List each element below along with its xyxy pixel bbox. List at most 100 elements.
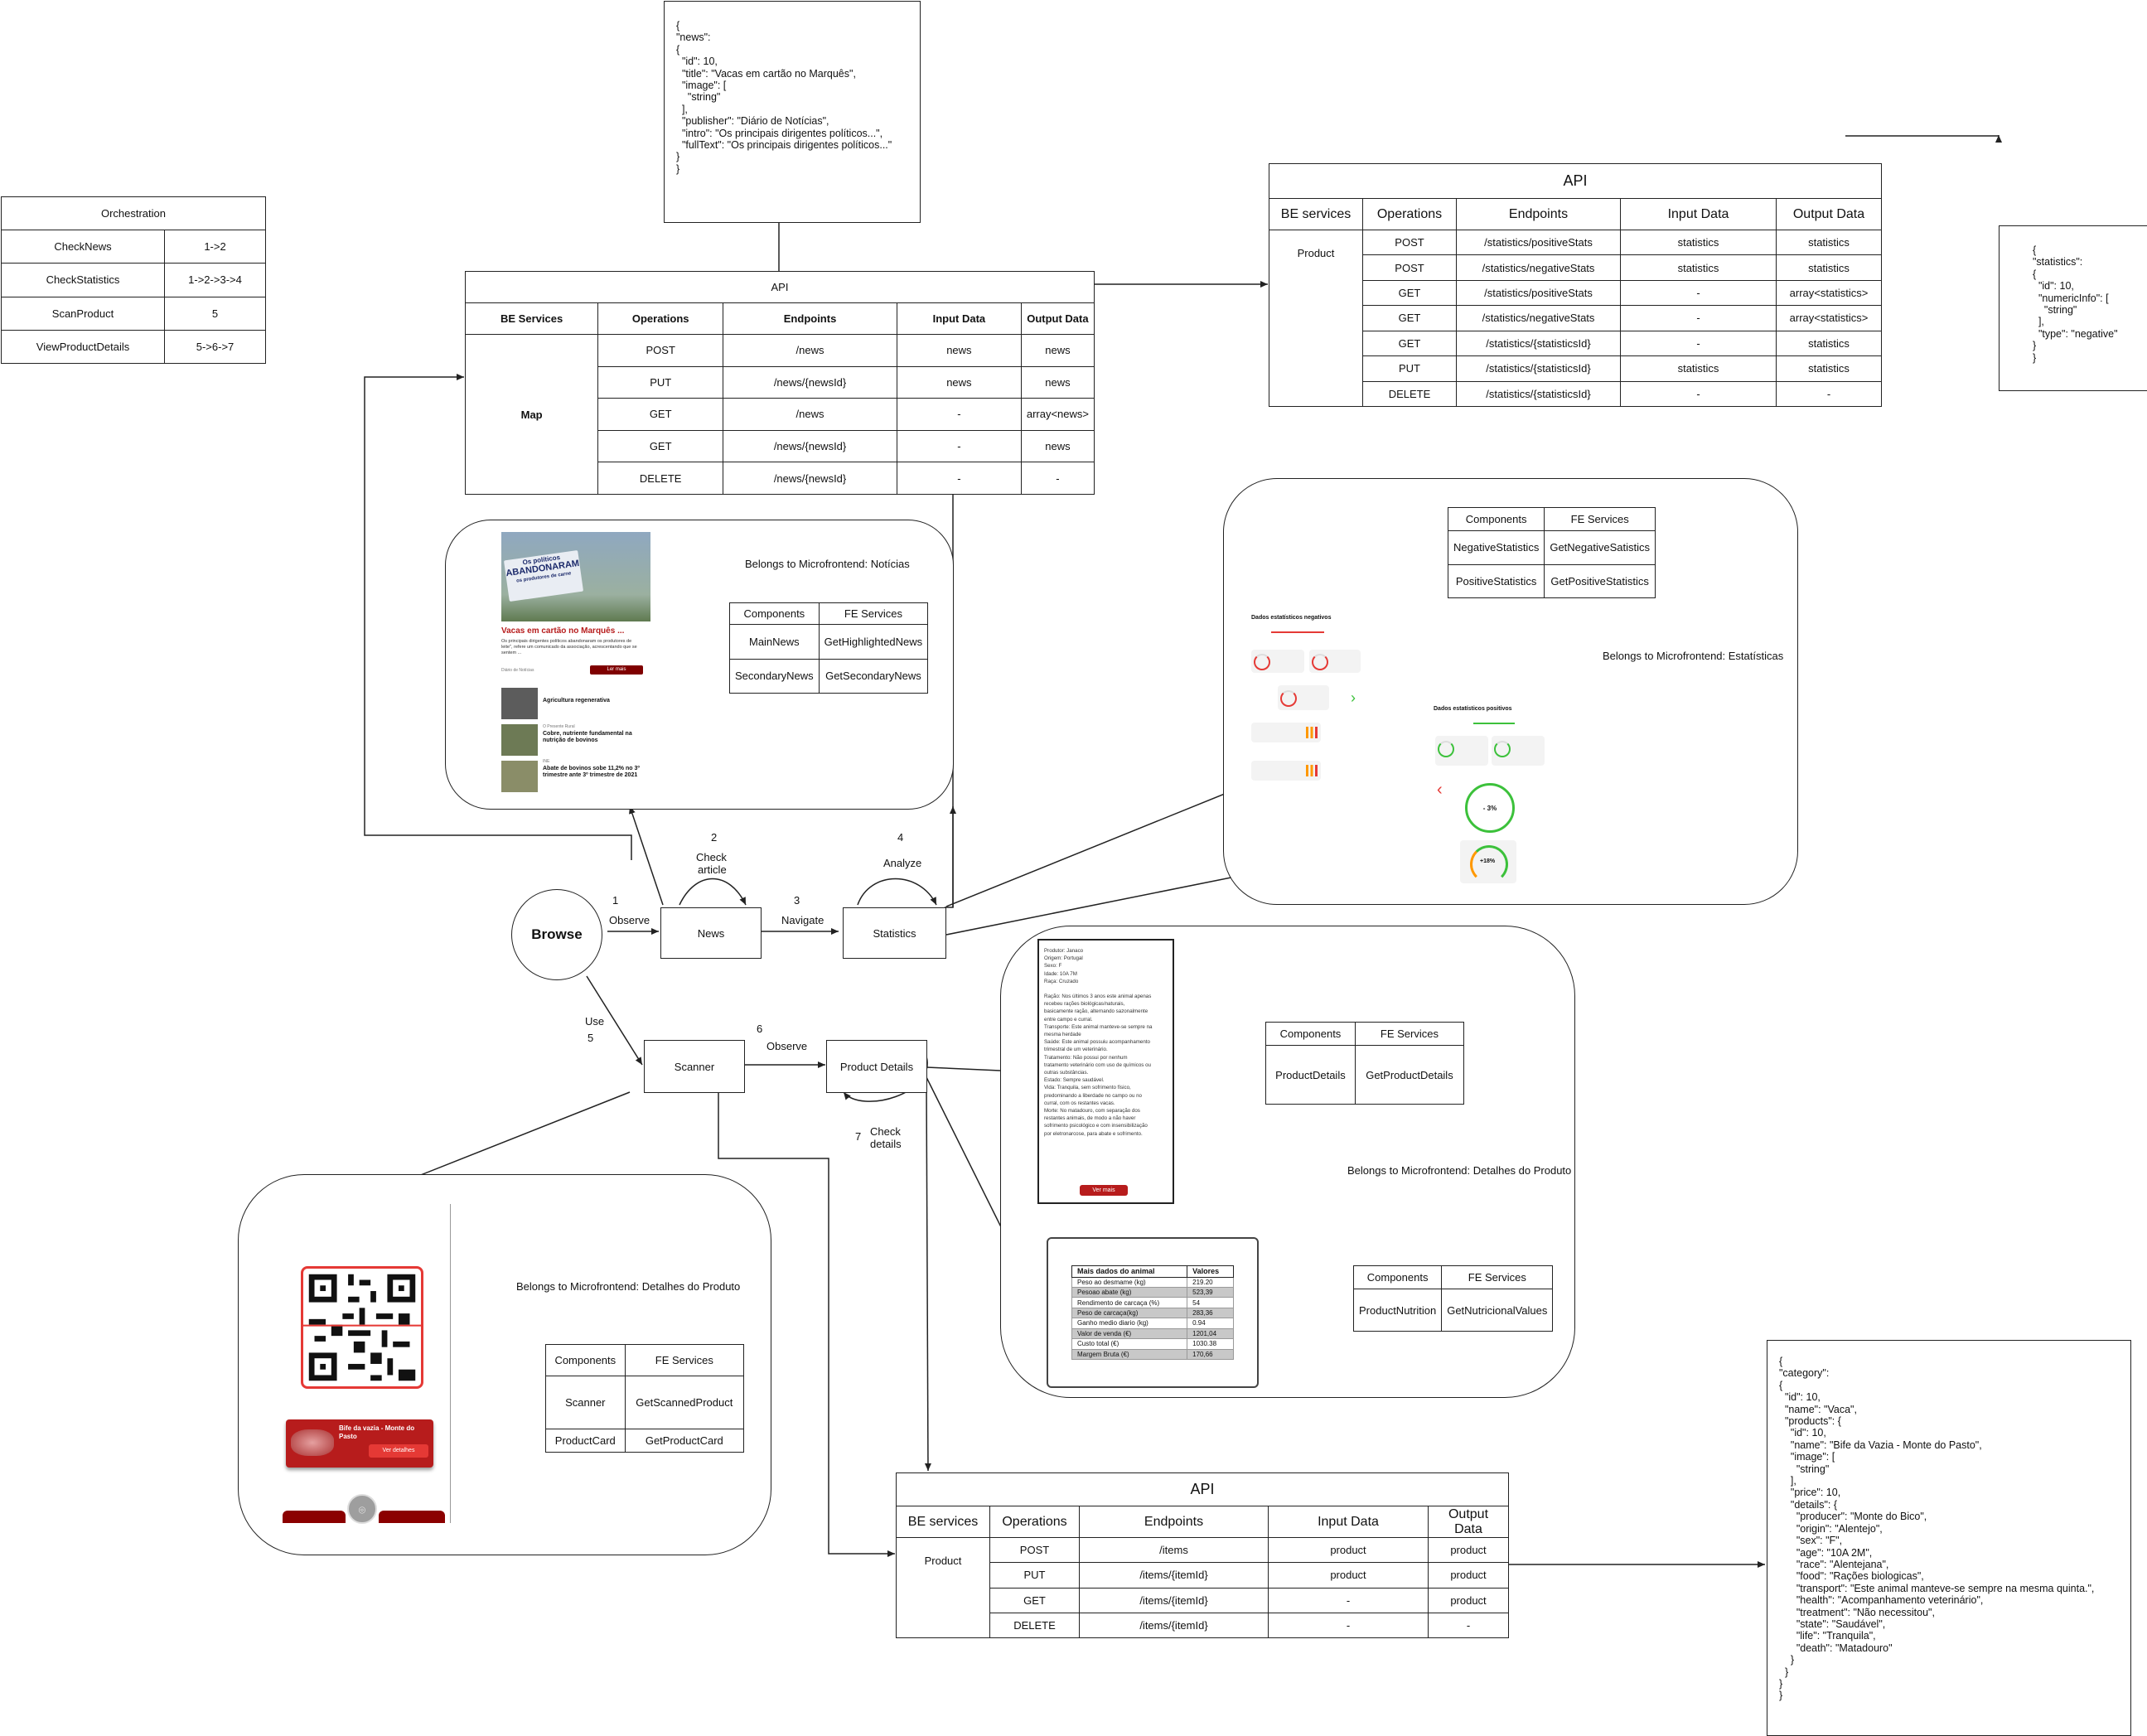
- api-cell: PUT: [1362, 355, 1457, 382]
- detail-line: outras substâncias.: [1044, 1070, 1089, 1076]
- detail-line: Tratamento: Não possui por nenhum: [1044, 1054, 1128, 1061]
- nutrition-cell: 219.20: [1187, 1276, 1234, 1289]
- api-cell: -: [1620, 380, 1777, 408]
- api-cell: DELETE: [1362, 380, 1457, 408]
- json-line: "sex": "F",: [1779, 1535, 1843, 1547]
- news-item-thumb: [501, 761, 538, 792]
- nutrition-cell: 1030.38: [1187, 1338, 1234, 1350]
- api-cell: GET: [1362, 305, 1457, 331]
- scanner-screenshot-divider: [450, 1204, 451, 1523]
- edge-label: article: [698, 863, 727, 876]
- header-cell: Input Data: [1620, 198, 1777, 230]
- mfe-label: Belongs to Microfrontend: Notícias: [745, 558, 910, 570]
- nutrition-row: Custo total (€)1030.38: [1071, 1338, 1234, 1350]
- ring-icon: [1438, 741, 1454, 757]
- api-cell: /news/{newsId}: [723, 462, 897, 495]
- qr-pattern: [303, 1274, 421, 1381]
- ring-icon: [1494, 741, 1511, 757]
- json-line: "statistics":: [2033, 256, 2083, 268]
- api-cell: POST: [989, 1536, 1080, 1564]
- json-line: "publisher": "Diário de Notícias",: [676, 115, 829, 128]
- nutrition-cell: Valor de venda (€): [1071, 1327, 1188, 1340]
- news-api-caption: API: [465, 271, 1095, 303]
- edge-label: Use: [585, 1015, 605, 1028]
- detail-line: Saúde: Este animal possuiu acompanhament…: [1044, 1039, 1150, 1046]
- gauge-card: +18%: [1460, 840, 1516, 883]
- json-line: ],: [2033, 316, 2044, 328]
- json-line: "string": [676, 91, 721, 104]
- items-api-caption: API: [896, 1472, 1509, 1506]
- json-line: }: [676, 151, 680, 163]
- detail-line: por eletronarcose, para abate e sofrimen…: [1044, 1130, 1143, 1137]
- header-cell: FE Services: [624, 1344, 745, 1376]
- api-cell: /news: [723, 398, 897, 431]
- detail-line: Idade: 10A 7M: [1044, 970, 1077, 977]
- json-line: "news":: [676, 31, 711, 44]
- header-cell: FE Services: [818, 602, 929, 625]
- header-cell: FE Services: [1544, 507, 1656, 531]
- detail-line: mesma herdade: [1044, 1032, 1081, 1038]
- header-cell: FE Services: [1441, 1265, 1554, 1289]
- nutrition-cell: 523,39: [1187, 1287, 1234, 1298]
- edge-label: Check: [696, 851, 727, 863]
- json-line: {: [676, 43, 680, 56]
- bottom-nav-right[interactable]: [379, 1511, 445, 1523]
- api-cell: -: [896, 429, 1022, 463]
- nutrition-row: Pesoao abate (kg)523,39: [1071, 1287, 1234, 1298]
- header-cell: Operations: [1362, 198, 1457, 230]
- view-details-button[interactable]: Ver detalhes: [369, 1444, 428, 1458]
- chevron-right-icon[interactable]: ›: [1351, 689, 1356, 706]
- neg-stat-card: [1278, 685, 1329, 710]
- news-hero-image: Os políticos ABANDONARAM os produtores d…: [501, 532, 650, 621]
- step-number: 3: [794, 894, 800, 907]
- json-line: {: [676, 20, 680, 31]
- api-cell: statistics: [1620, 229, 1777, 256]
- json-line: ],: [1779, 1475, 1796, 1487]
- detail-line: entre campo e curral.: [1044, 1016, 1093, 1023]
- api-cell: /statistics/positiveStats: [1456, 229, 1621, 256]
- json-line: "fullText": "Os principais dirigentes po…: [676, 139, 892, 152]
- json-line: "category":: [1779, 1367, 1830, 1380]
- api-cell: product: [1268, 1562, 1429, 1589]
- detail-line: sofrimento psicológico e com insensibili…: [1044, 1123, 1148, 1129]
- detail-line: curral, com os restantes vacas.: [1044, 1100, 1115, 1106]
- nutrition-cell: Pesoao abate (kg): [1071, 1287, 1188, 1298]
- api-cell: news: [1020, 334, 1095, 367]
- chevron-left-icon[interactable]: ‹: [1437, 781, 1443, 799]
- header-cell: Endpoints: [1456, 198, 1621, 230]
- api-cell: news: [896, 365, 1022, 399]
- detail-line: Transporte: Este animal manteve-se sempr…: [1044, 1023, 1153, 1030]
- api-cell: /news: [723, 334, 897, 367]
- scan-button-icon[interactable]: ⌾: [347, 1494, 377, 1524]
- json-line: {: [2033, 268, 2037, 280]
- api-cell: -: [1620, 305, 1777, 331]
- step-number: 7: [855, 1130, 862, 1143]
- see-more-button[interactable]: Ver mais: [1080, 1185, 1128, 1196]
- api-cell: statistics: [1776, 355, 1882, 382]
- bottom-nav-left[interactable]: [283, 1511, 346, 1523]
- orchestration-cell: CheckNews: [0, 230, 166, 264]
- step-number: 5: [588, 1032, 594, 1044]
- edge-label: Observe: [766, 1040, 808, 1052]
- nutrition-cell: Peso de carcaça(kg): [1071, 1307, 1188, 1319]
- json-line: }: [1779, 1654, 1795, 1666]
- json-line: "name": "Vaca",: [1779, 1403, 1857, 1415]
- edge-label: details: [870, 1138, 902, 1150]
- component-cell: GetScannedProduct: [624, 1376, 745, 1429]
- api-cell: statistics: [1776, 330, 1882, 357]
- api-cell: news: [896, 334, 1022, 367]
- read-more-button[interactable]: Ler mais: [590, 665, 643, 675]
- header-cell: Components: [545, 1344, 626, 1376]
- statistics-node: Statistics: [843, 907, 946, 959]
- product-card[interactable]: Bife da vazia - Monte do Pasto Ver detal…: [286, 1419, 433, 1468]
- json-line: "id": 10,: [1779, 1427, 1826, 1439]
- nutrition-cell: 0.94: [1187, 1318, 1234, 1329]
- service-cell: Map: [464, 334, 599, 495]
- nutrition-cell: 283,36: [1187, 1307, 1234, 1319]
- api-cell: -: [896, 398, 1022, 431]
- json-line: "race": "Alentejana",: [1779, 1558, 1889, 1570]
